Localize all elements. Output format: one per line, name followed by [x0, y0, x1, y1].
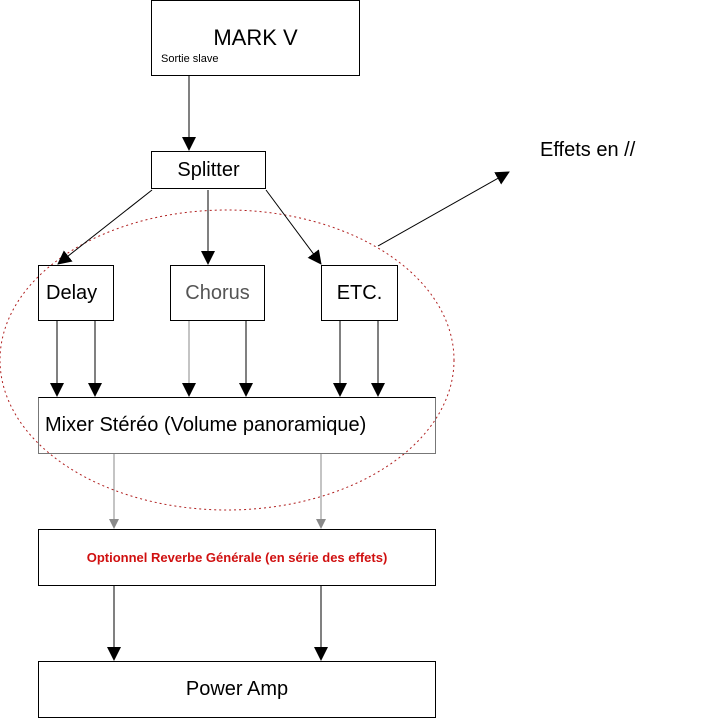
reverb-node: Optionnel Reverbe Générale (en série des…: [38, 529, 436, 586]
effects-group-ellipse: [0, 209, 455, 511]
effets-annotation: Effets en //: [540, 139, 636, 161]
delay-label: Delay: [46, 281, 98, 304]
power-amp-node: Power Amp: [38, 661, 436, 718]
delay-node: Delay: [38, 265, 114, 321]
mark-v-title: MARK V: [213, 25, 298, 50]
splitter-node: Splitter: [151, 151, 266, 189]
etc-node: ETC.: [321, 265, 398, 321]
arrow-splitter-to-etc: [265, 189, 322, 265]
mixer-label: Mixer Stéréo (Volume panoramique): [45, 414, 367, 436]
arrow-splitter-to-delay: [57, 189, 153, 265]
splitter-label: Splitter: [177, 158, 240, 181]
mixer-node: Mixer Stéréo (Volume panoramique): [38, 397, 436, 454]
power-amp-label: Power Amp: [185, 678, 289, 700]
mark-v-node: MARK V Sortie slave: [151, 0, 360, 76]
etc-label: ETC.: [336, 281, 383, 304]
reverb-label: Optionnel Reverbe Générale (en série des…: [86, 550, 388, 565]
arrow-to-effets: [377, 171, 510, 247]
chorus-label: Chorus: [185, 281, 250, 304]
chorus-node: Chorus: [170, 265, 265, 321]
mark-v-subtitle: Sortie slave: [161, 53, 219, 65]
